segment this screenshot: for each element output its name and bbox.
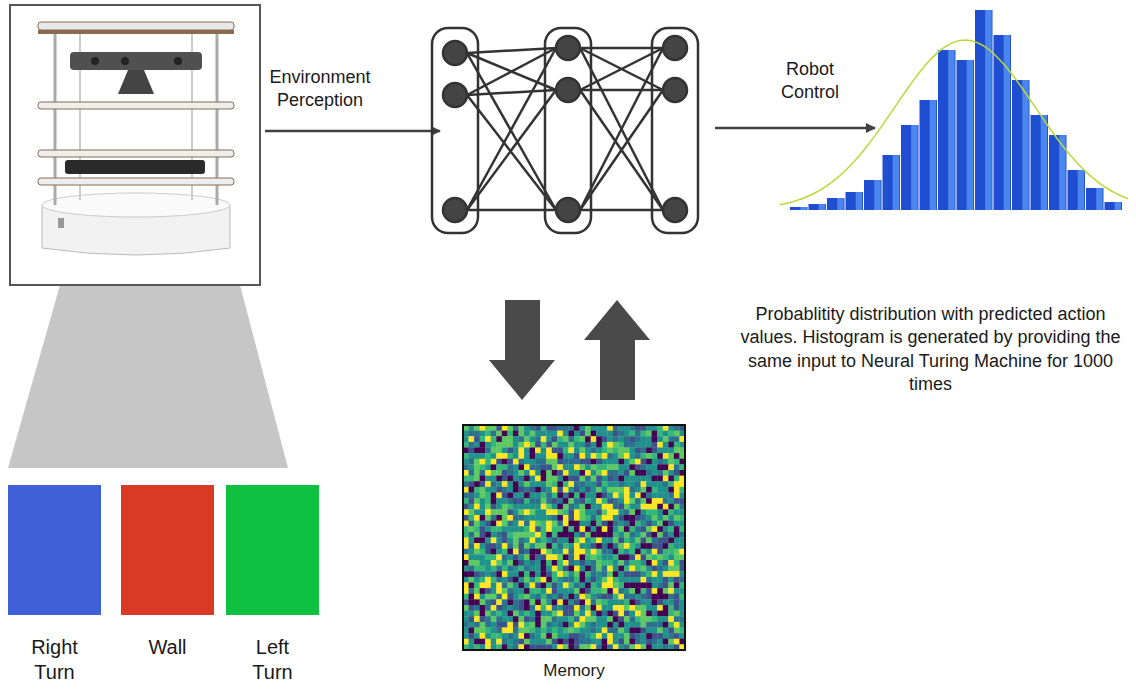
perception-arrow bbox=[265, 130, 440, 133]
arrow-label: Robot Control bbox=[760, 58, 860, 105]
wall-marker: Wall bbox=[121, 485, 214, 615]
histogram bbox=[780, 10, 1128, 210]
neural-network bbox=[432, 28, 698, 233]
node-caption: Right Turn bbox=[18, 635, 92, 685]
node-caption: Left Turn bbox=[236, 635, 310, 685]
memory-border bbox=[463, 425, 685, 650]
read-arrow bbox=[584, 300, 650, 400]
left-turn-marker: Left Turn bbox=[226, 485, 319, 615]
memory-grid bbox=[463, 425, 685, 650]
robot-frame bbox=[10, 5, 260, 285]
memory-node: Memory bbox=[463, 425, 685, 650]
control-arrow bbox=[715, 127, 875, 130]
note-text: Probablitity distribution with predicted… bbox=[728, 303, 1133, 397]
write-arrow bbox=[489, 300, 555, 400]
node-caption: Wall bbox=[131, 635, 205, 660]
robot-illustration bbox=[38, 22, 234, 255]
arrow-label: Environment Perception bbox=[255, 66, 385, 113]
right-turn-marker: Right Turn bbox=[8, 485, 101, 615]
view-cone bbox=[8, 285, 288, 468]
node-caption: Memory bbox=[474, 660, 674, 681]
